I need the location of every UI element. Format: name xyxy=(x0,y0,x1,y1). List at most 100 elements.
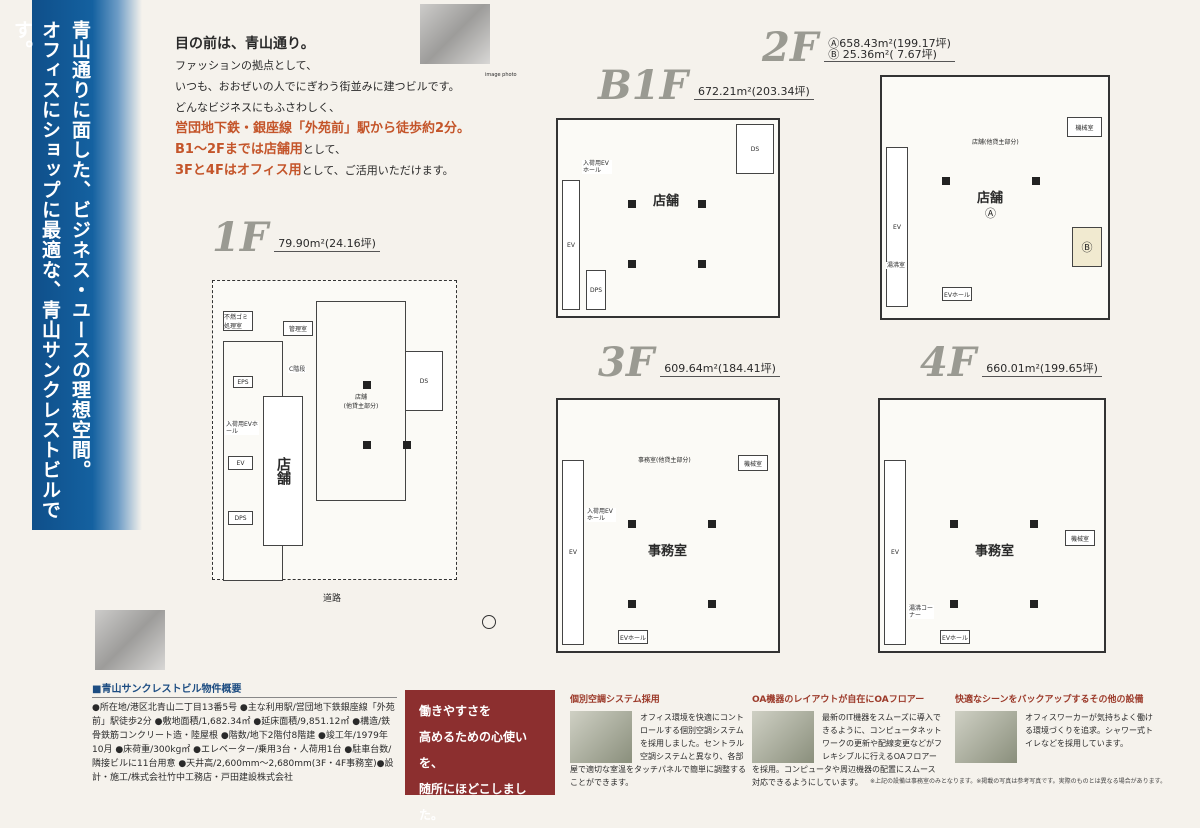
room-management: 管理室 xyxy=(283,321,313,336)
feature-other-equipment: 快適なシーンをバックアップするその他の設備 オフィスワーカーが気持ちよく働ける環… xyxy=(955,694,1155,763)
2f-ev-hall: EVホール xyxy=(942,287,972,301)
3f-ev-hall: EVホール xyxy=(618,630,648,644)
column xyxy=(1030,600,1038,608)
column xyxy=(628,600,636,608)
office-photo xyxy=(95,610,165,670)
4f-machine-room: 機械室 xyxy=(1065,530,1095,546)
column xyxy=(403,441,411,449)
floor-3f-name: 3F xyxy=(598,339,655,386)
3f-office-label: 事務室 xyxy=(648,544,688,559)
b1f-shop-label: 店舗 xyxy=(653,194,680,209)
3f-office-note: 事務室(他貸主部分) xyxy=(638,457,691,464)
2f-shop-label: 店舗 xyxy=(977,191,1004,206)
floor-plan-b1f: 店舗 EV 入荷用EVホール DS DPS xyxy=(556,118,780,318)
2f-shop-note: 店舗(他貸主部分) xyxy=(972,139,1019,146)
road-label: 道路 xyxy=(323,594,342,604)
area-b: Ⓑ 25.36m²( 7.67坪) xyxy=(828,48,937,61)
feature-oa-floor: OA機器のレイアウトが自在にOAフロアー 最新のIT機器をスムーズに導入できるよ… xyxy=(752,694,942,789)
4f-kitchenette-corner-label: 湯沸コーナー xyxy=(908,605,934,619)
feature-text: オフィスワーカーが気持ちよく働ける環境づくりを追求。シャワー式トイレなどを採用し… xyxy=(1025,713,1153,748)
tagline-box: 働きやすさを 高めるための心使いを、 随所にほどこしました。 xyxy=(405,690,555,822)
intro-line: どんなビジネスにもふさわしく、 xyxy=(175,101,340,114)
north-arrow-icon xyxy=(482,615,496,629)
3f-freight-ev-hall-label: 入荷用EVホール xyxy=(586,508,616,522)
column xyxy=(708,520,716,528)
column xyxy=(950,520,958,528)
feature-text: オフィス環境を快適にコントロールする個別空調システムを採用しました。セントラル空… xyxy=(570,713,746,787)
property-summary: ■青山サンクレストビル物件概要 ●所在地/港区北青山二丁目13番5号 ●主な利用… xyxy=(92,683,397,785)
intro-heading: 目の前は、青山通り。 xyxy=(175,36,315,52)
floor-plan-1f: 店舗 店舗(他貸主部分) DS 不燃ゴミ処理室 管理室 C階段 EPS 入荷用E… xyxy=(212,280,457,604)
2f-kitchenette-label: 湯沸室 xyxy=(886,262,907,269)
intro-line: いつも、おおぜいの人でにぎわう街並みに建つビルです。 xyxy=(175,80,460,93)
column xyxy=(698,200,706,208)
c-stair-label: C階段 xyxy=(288,366,307,373)
floor-plan-4f: 事務室 機械室 EV 湯沸コーナー EVホール xyxy=(878,398,1106,653)
column xyxy=(708,600,716,608)
feature-title: OA機器のレイアウトが自在にOAフロアー xyxy=(752,695,925,705)
feature-air-conditioning: 個別空調システム採用 オフィス環境を快適にコントロールする個別空調システムを採用… xyxy=(570,694,750,789)
summary-text: ●所在地/港区北青山二丁目13番5号 ●主な利用駅/営団地下鉄銀座線「外苑前」駅… xyxy=(92,703,395,783)
area-a: Ⓐ658.43m²(199.17坪) xyxy=(828,37,951,50)
floor-2f-title: 2F Ⓐ658.43m²(199.17坪)Ⓑ 25.36m²( 7.67坪) xyxy=(762,28,955,68)
4f-ev-hall: EVホール xyxy=(940,630,970,644)
b1f-ds: DS xyxy=(736,124,774,174)
freight-ev-hall-label: 入荷用EVホール xyxy=(225,421,259,435)
2f-machine-room: 機械室 xyxy=(1067,117,1102,137)
2f-mark-a: Ⓐ xyxy=(985,207,996,220)
tagline-line-3: 随所にほどこしました。 xyxy=(419,782,527,822)
intro-text: 目の前は、青山通り。 ファッションの拠点として、 いつも、おおぜいの人でにぎわう… xyxy=(175,34,470,181)
column xyxy=(363,381,371,389)
2f-core: EV xyxy=(886,147,908,307)
floor-4f-area: 660.01m²(199.65坪) xyxy=(982,362,1102,377)
column xyxy=(1032,177,1040,185)
floor-2f-name: 2F xyxy=(762,24,819,71)
photo-caption: image photo xyxy=(485,72,517,78)
room-ev: EV xyxy=(228,456,253,470)
floor-1f-title: 1F 79.90m²(24.16坪) xyxy=(212,218,380,258)
banner-line-2: オフィスにショップに最適な、青山サンクレストビルです。 xyxy=(11,20,61,520)
column xyxy=(628,200,636,208)
column xyxy=(698,260,706,268)
floor-3f-area: 609.64m²(184.41坪) xyxy=(660,362,780,377)
floor-4f-title: 4F 660.01m²(199.65坪) xyxy=(920,343,1102,383)
column xyxy=(942,177,950,185)
floor-b1f-area: 672.21m²(203.34坪) xyxy=(694,85,814,100)
summary-title: ■青山サンクレストビル物件概要 xyxy=(92,683,397,698)
room-dps: DPS xyxy=(228,511,253,525)
intro-line: ファッションの拠点として、 xyxy=(175,59,318,72)
floor-1f-area: 79.90m²(24.16坪) xyxy=(274,237,380,252)
footnote: ※上記の設備は事務室のみとなります。※掲載の写真は参考写真です。実際のものとは異… xyxy=(870,778,1167,785)
floor-1f-name: 1F xyxy=(212,214,269,261)
floor-b1f-name: B1F xyxy=(598,62,689,109)
column xyxy=(1030,520,1038,528)
column xyxy=(950,600,958,608)
office-floors: 3Fと4Fはオフィス用 xyxy=(175,163,302,178)
feature-text: 最新のIT機器をスムーズに導入できるように、コンピュータネットワークの更新や配線… xyxy=(752,713,942,787)
shop-floors-rest: として、 xyxy=(302,143,347,156)
floor-3f-title: 3F 609.64m²(184.41坪) xyxy=(598,343,780,383)
oa-floor-photo xyxy=(752,711,814,763)
feature-title: 個別空調システム採用 xyxy=(570,695,660,705)
air-conditioner-photo xyxy=(570,711,632,763)
b1f-dps: DPS xyxy=(586,270,606,310)
2f-unit-b: Ⓑ xyxy=(1072,227,1102,267)
banner-line-1: 青山通りに面した、ビジネス・ユースの理想空間。 xyxy=(69,20,91,480)
shop-main-note: (他貸主部分) xyxy=(343,403,379,410)
access-text: 営団地下鉄・銀座線「外苑前」駅から徒歩約2分。 xyxy=(175,121,471,136)
floor-4f-name: 4F xyxy=(920,339,977,386)
column xyxy=(628,260,636,268)
floor-plan-2f: 店舗(他貸主部分) 店舗 Ⓐ Ⓑ 機械室 EV 湯沸室 EVホール xyxy=(880,75,1110,320)
shop-main-label: 店舗 xyxy=(354,394,367,401)
shop-main: 店舗 (他貸主部分) xyxy=(316,301,406,501)
feature-title: 快適なシーンをバックアップするその他の設備 xyxy=(955,695,1144,705)
3f-core: EV xyxy=(562,460,584,645)
room-eps: EPS xyxy=(233,376,253,388)
toilet-seat-photo xyxy=(955,711,1017,763)
floor-plan-3f: 事務室(他貸主部分) 事務室 機械室 EV 入荷用EVホール EVホール xyxy=(556,398,780,653)
shop-small: 店舗 xyxy=(263,396,303,546)
tagline-line-2: 高めるための心使いを、 xyxy=(419,730,528,770)
floor-2f-area: Ⓐ658.43m²(199.17坪)Ⓑ 25.36m²( 7.67坪) xyxy=(824,38,955,62)
room-garbage: 不燃ゴミ処理室 xyxy=(223,311,253,331)
column xyxy=(363,441,371,449)
